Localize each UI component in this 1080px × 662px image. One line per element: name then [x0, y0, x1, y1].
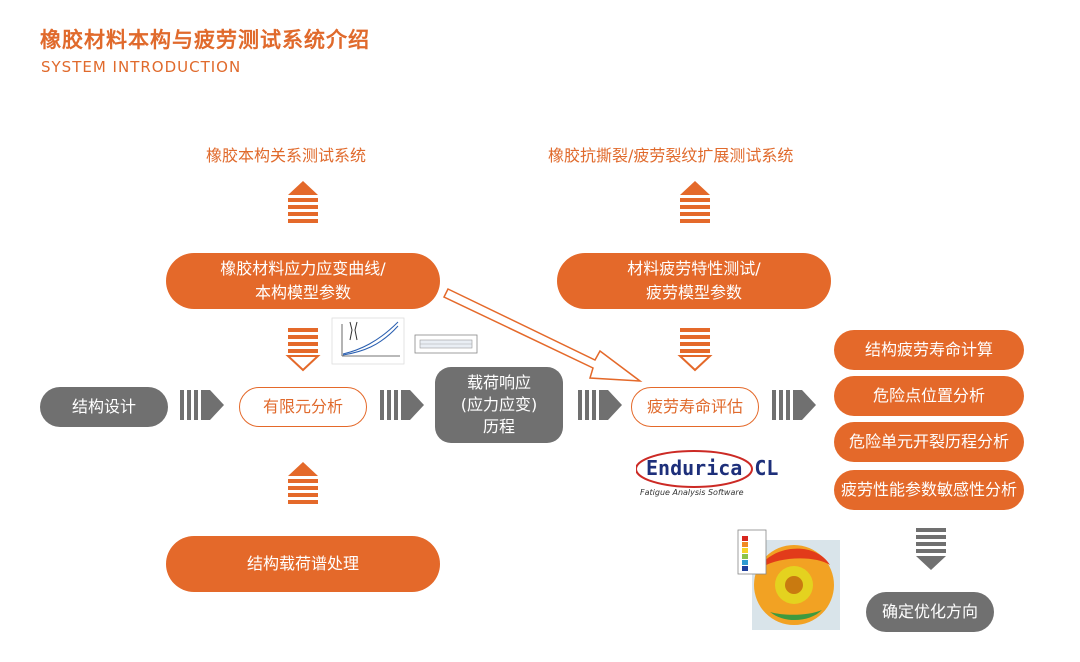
- fatigue-contour-thumbnail: [737, 529, 840, 630]
- down-arrow-icon: [679, 327, 711, 371]
- load-response-label: 载荷响应 (应力应变) 历程: [460, 373, 538, 436]
- load-response-node: 载荷响应 (应力应变) 历程: [435, 367, 563, 443]
- page-subtitle: SYSTEM INTRODUCTION: [41, 58, 242, 76]
- stress-strain-label: 橡胶材料应力应变曲线/ 本构模型参数: [220, 259, 386, 302]
- endurica-logo: Endurica CL Fatigue Analysis Software: [635, 450, 778, 500]
- result-label: 危险点位置分析: [872, 386, 985, 405]
- specimen-thumbnail: [414, 334, 478, 354]
- result-item: 危险点位置分析: [834, 376, 1024, 416]
- down-arrow-icon: [287, 327, 319, 371]
- fea-node: 有限元分析: [239, 387, 367, 427]
- result-item: 结构疲劳寿命计算: [834, 330, 1024, 370]
- fatigue-eval-label: 疲劳寿命评估: [646, 397, 743, 416]
- constitutive-system-label: 橡胶本构关系测试系统: [206, 146, 367, 165]
- result-item: 危险单元开裂历程分析: [834, 422, 1024, 462]
- result-label: 疲劳性能参数敏感性分析: [840, 480, 1017, 499]
- fea-label: 有限元分析: [262, 397, 343, 416]
- up-arrow-icon: [680, 181, 710, 223]
- chevron-right-icon: [772, 390, 816, 420]
- optimize-node: 确定优化方向: [866, 592, 994, 632]
- result-item: 疲劳性能参数敏感性分析: [834, 470, 1024, 510]
- optimize-label: 确定优化方向: [881, 602, 978, 621]
- down-arrow-icon: [916, 528, 946, 570]
- up-arrow-icon: [288, 462, 318, 504]
- load-spectrum-label: 结构载荷谱处理: [246, 554, 359, 573]
- diagonal-arrow-icon: [442, 288, 643, 382]
- chevron-right-icon: [578, 390, 622, 420]
- result-label: 危险单元开裂历程分析: [848, 432, 1009, 451]
- stress-strain-node: 橡胶材料应力应变曲线/ 本构模型参数: [166, 253, 440, 309]
- fatigue-property-label: 材料疲劳特性测试/ 疲劳模型参数: [627, 259, 761, 302]
- fatigue-eval-node: 疲劳寿命评估: [631, 387, 759, 427]
- result-label: 结构疲劳寿命计算: [864, 340, 993, 359]
- load-spectrum-node: 结构载荷谱处理: [166, 536, 440, 592]
- structure-design-label: 结构设计: [71, 397, 136, 416]
- fatigue-property-node: 材料疲劳特性测试/ 疲劳模型参数: [557, 253, 831, 309]
- endurica-logo-mark: [635, 450, 753, 488]
- chevron-right-icon: [180, 390, 224, 420]
- chevron-right-icon: [380, 390, 424, 420]
- structure-design-node: 结构设计: [40, 387, 168, 427]
- tear-system-label: 橡胶抗撕裂/疲劳裂纹扩展测试系统: [548, 146, 794, 165]
- up-arrow-icon: [288, 181, 318, 223]
- page-title: 橡胶材料本构与疲劳测试系统介绍: [40, 28, 370, 52]
- endurica-logo-tagline: Fatigue Analysis Software: [640, 488, 744, 497]
- stress-strain-curve-thumbnail: [331, 317, 405, 365]
- endurica-logo-name: Endurica CL: [646, 456, 779, 480]
